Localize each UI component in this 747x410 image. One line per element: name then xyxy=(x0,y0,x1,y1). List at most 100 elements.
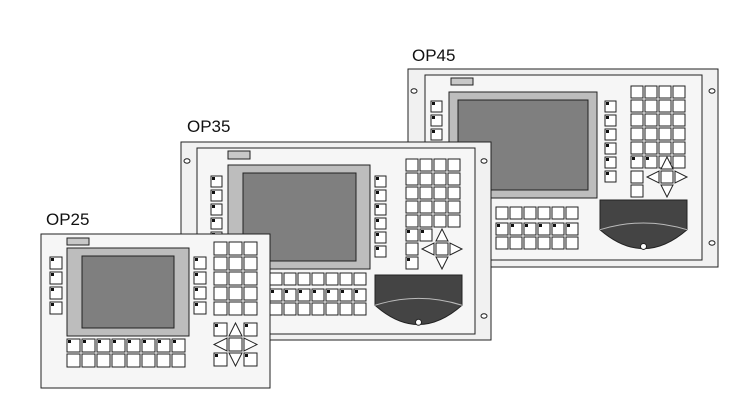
numeric-key xyxy=(243,301,258,316)
key-led-mark xyxy=(51,288,54,291)
key-led-mark xyxy=(606,116,609,119)
numeric-key xyxy=(228,256,243,271)
numeric-key xyxy=(447,214,461,228)
numeric-key xyxy=(405,242,419,256)
key-led-mark xyxy=(376,205,379,208)
key-led-mark xyxy=(212,191,215,194)
key-led-mark xyxy=(195,303,198,306)
key-led-mark xyxy=(606,102,609,105)
numeric-key xyxy=(644,113,658,127)
mounting-hole-icon xyxy=(708,240,716,246)
softkey-left xyxy=(430,100,443,113)
softkey-right xyxy=(374,231,387,244)
key-led-mark xyxy=(143,340,146,343)
softkey-right xyxy=(374,189,387,202)
function-key xyxy=(297,302,311,316)
softkey-right xyxy=(604,100,617,113)
arrow-left-icon xyxy=(420,242,435,256)
numeric-key xyxy=(243,286,258,301)
softkey-right xyxy=(374,217,387,230)
softkey-right xyxy=(374,245,387,258)
key-led-mark xyxy=(511,224,514,227)
function-key xyxy=(111,353,126,368)
display-screen xyxy=(81,255,175,329)
function-key xyxy=(495,206,509,220)
function-key xyxy=(509,236,523,250)
key-led-mark xyxy=(215,354,218,357)
softkey-right xyxy=(604,156,617,169)
key-led-mark xyxy=(128,340,131,343)
brand-badge xyxy=(227,150,251,160)
numeric-key xyxy=(447,172,461,186)
function-key xyxy=(297,272,311,286)
brand-badge xyxy=(66,237,90,246)
key-led-mark xyxy=(567,224,570,227)
softkey-right xyxy=(604,170,617,183)
numeric-key xyxy=(658,141,672,155)
key-led-mark xyxy=(195,258,198,261)
function-key xyxy=(66,353,81,368)
cursor-center-key xyxy=(435,242,449,256)
numeric-key xyxy=(213,286,228,301)
arrow-left-icon xyxy=(645,170,660,184)
key-led-mark xyxy=(432,130,435,133)
numeric-key xyxy=(672,141,686,155)
function-key xyxy=(565,206,579,220)
function-key xyxy=(269,272,283,286)
key-led-mark xyxy=(606,158,609,161)
key-led-mark xyxy=(215,324,218,327)
numeric-key xyxy=(630,184,644,198)
key-led-mark xyxy=(376,219,379,222)
softkey-right xyxy=(374,203,387,216)
function-key xyxy=(339,272,353,286)
softkey-left xyxy=(210,189,223,202)
key-led-mark xyxy=(158,340,161,343)
function-key xyxy=(537,236,551,250)
key-led-mark xyxy=(212,219,215,222)
function-key xyxy=(311,272,325,286)
numeric-key xyxy=(672,85,686,99)
key-led-mark xyxy=(606,172,609,175)
numeric-key xyxy=(433,158,447,172)
op35-label: OP35 xyxy=(187,117,231,136)
function-key xyxy=(353,302,367,316)
key-led-mark xyxy=(432,116,435,119)
numeric-key xyxy=(630,127,644,141)
key-led-mark xyxy=(299,290,302,293)
key-led-mark xyxy=(195,273,198,276)
key-led-mark xyxy=(606,130,609,133)
function-key xyxy=(311,302,325,316)
numeric-key xyxy=(630,113,644,127)
key-led-mark xyxy=(421,230,424,233)
numeric-key xyxy=(658,113,672,127)
numeric-key xyxy=(630,99,644,113)
key-led-mark xyxy=(212,205,215,208)
key-led-mark xyxy=(51,303,54,306)
numeric-key xyxy=(630,141,644,155)
function-key xyxy=(126,353,141,368)
numeric-key xyxy=(630,170,644,184)
key-led-mark xyxy=(553,224,556,227)
key-led-mark xyxy=(376,233,379,236)
key-led-mark xyxy=(51,258,54,261)
cursor-center-key xyxy=(660,170,674,184)
softkey-left xyxy=(210,175,223,188)
numeric-key xyxy=(672,155,686,169)
arrow-right-icon xyxy=(674,170,689,184)
numeric-key xyxy=(447,186,461,200)
function-key xyxy=(283,272,297,286)
function-key xyxy=(523,236,537,250)
key-led-mark xyxy=(376,177,379,180)
mounting-hole-icon xyxy=(183,158,191,164)
softkey-right xyxy=(374,175,387,188)
arrow-up-icon xyxy=(435,227,449,242)
numeric-key xyxy=(630,85,644,99)
key-led-mark xyxy=(355,290,358,293)
numeric-key xyxy=(213,256,228,271)
op25-label: OP25 xyxy=(46,210,90,229)
numeric-key xyxy=(419,172,433,186)
function-key xyxy=(565,236,579,250)
arrow-up-icon xyxy=(660,155,674,170)
arrow-up-icon xyxy=(228,321,243,337)
key-led-mark xyxy=(432,102,435,105)
